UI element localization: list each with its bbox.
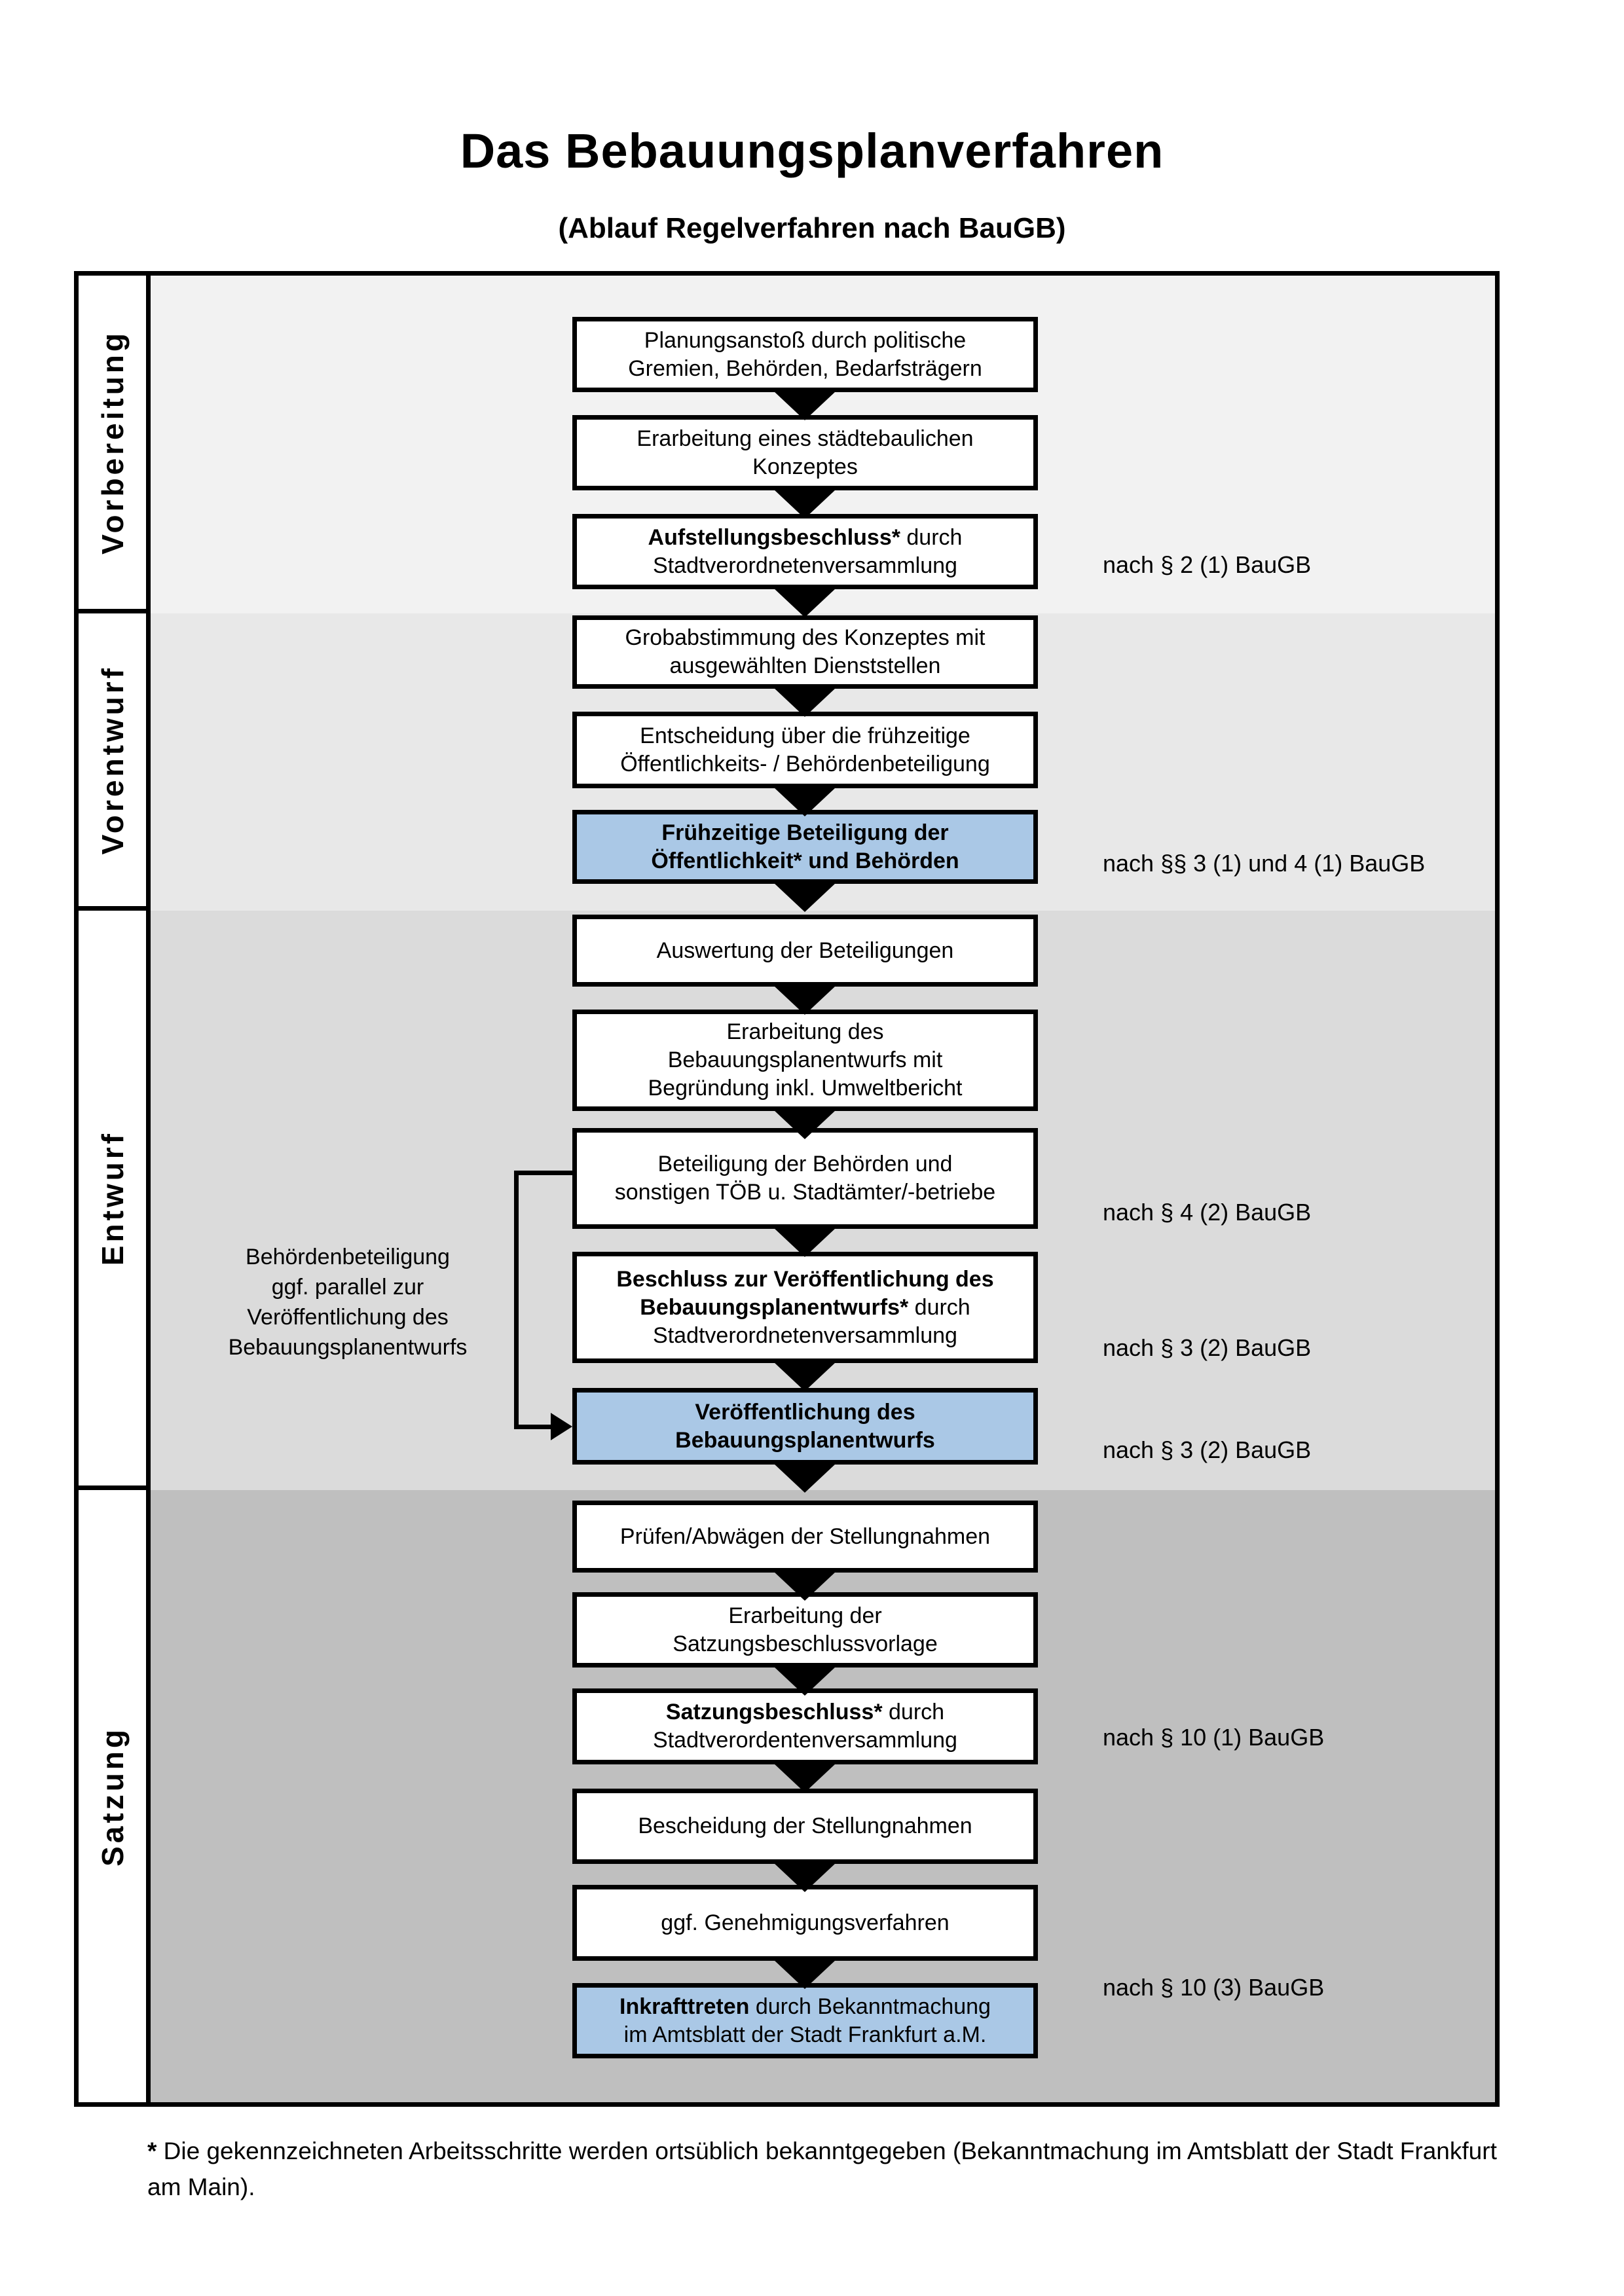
text-line: Erarbeitung eines städtebaulichen — [637, 426, 974, 451]
page-subtitle: (Ablauf Regelverfahren nach BauGB) — [558, 212, 1066, 244]
text-line: Gremien, Behörden, Bedarfsträgern — [628, 355, 982, 381]
text-line: Erarbeitung des — [726, 1019, 884, 1044]
text-line: sonstigen TÖB u. Stadtämter/-betriebe — [614, 1180, 996, 1205]
text-line: Entscheidung über die frühzeitige — [640, 723, 970, 748]
text-line: Beschluss zur Veröffentlichung des — [616, 1266, 994, 1292]
arrow-down-icon — [773, 489, 836, 519]
text-line: Bebauungsplanentwurfs — [675, 1427, 935, 1453]
text-line: Aufstellungsbeschluss* durch — [648, 524, 963, 550]
arrow-down-icon — [773, 1228, 836, 1257]
text-line: Öffentlichkeit* und Behörden — [651, 848, 959, 873]
arrow-down-icon — [773, 787, 836, 816]
flow-box-bescheidung: Bescheidung der Stellungnahmen — [572, 1789, 1038, 1864]
legal-reference: nach § 4 (2) BauGB — [1103, 1199, 1312, 1226]
phase-label-text: Entwurf — [95, 1130, 130, 1266]
arrow-down-icon — [773, 687, 836, 717]
text-line: Stadtverordnetenversammlung — [653, 553, 957, 578]
text-line: Frühzeitige Beteiligung der — [661, 820, 949, 845]
legal-reference: nach § 10 (1) BauGB — [1103, 1724, 1325, 1751]
connector-line — [514, 1171, 572, 1175]
text-line: Beteiligung der Behörden und — [657, 1152, 953, 1176]
arrow-right-icon — [551, 1413, 572, 1440]
legal-reference: nach § 3 (2) BauGB — [1103, 1334, 1312, 1361]
arrow-down-icon — [773, 985, 836, 1015]
arrow-down-icon — [773, 1666, 836, 1696]
text-line: Satzungsbeschluss* durch — [665, 1700, 945, 1724]
text-line: Stadtverordnetenversammlung — [653, 1322, 957, 1348]
footnote-asterisk: * — [147, 2138, 157, 2164]
legal-reference: nach § 2 (1) BauGB — [1103, 551, 1312, 578]
text-line: Veröffentlichung des — [247, 1305, 449, 1330]
phase-label-satzung: Satzung — [79, 1490, 151, 2102]
arrow-down-icon — [773, 1110, 836, 1139]
flow-box-behoerden-beteiligung: Beteiligung der Behörden und sonstigen TÖ… — [572, 1128, 1038, 1229]
text-line: Bebauungsplanentwurfs* durch — [640, 1294, 970, 1320]
legal-reference: nach § 3 (2) BauGB — [1103, 1436, 1312, 1463]
phase-label-text: Satzung — [95, 1726, 130, 1867]
arrow-down-icon — [773, 588, 836, 617]
text-line: Grobabstimmung des Konzeptes mit — [625, 625, 986, 650]
page-title: Das Bebauungsplanverfahren — [460, 124, 1164, 178]
flow-box-inkrafttreten: Inkrafttreten durch Bekanntmachung im Amt… — [572, 1983, 1038, 2058]
arrow-down-icon — [773, 1959, 836, 1989]
text-line: Bebauungsplanentwurfs — [228, 1335, 468, 1360]
arrow-down-icon — [773, 1571, 836, 1601]
connector-line — [514, 1425, 551, 1429]
arrow-down-icon — [773, 391, 836, 420]
flow-box-genehmigungsverfahren: ggf. Genehmigungsverfahren — [572, 1885, 1038, 1961]
text-line: ausgewählten Dienststellen — [669, 653, 941, 678]
text-line: Bescheidung der Stellungnahmen — [638, 1813, 972, 1838]
footnote-text: Die gekennzeichneten Arbeitsschritte wer… — [147, 2138, 1497, 2200]
legal-reference: nach § 10 (3) BauGB — [1103, 1974, 1325, 2001]
flow-box-auswertung: Auswertung der Beteiligungen — [572, 915, 1038, 987]
flow-box-grobabstimmung: Grobabstimmung des Konzeptes mit ausgewäh… — [572, 615, 1038, 689]
phase-label-entwurf: Entwurf — [79, 911, 151, 1490]
flowchart-frame: Vorbereitung Vorentwurf Entwurf Satzung … — [74, 271, 1500, 2107]
text-line: ggf. Genehmigungsverfahren — [661, 1910, 950, 1935]
phase-label-text: Vorbereitung — [95, 330, 130, 555]
text-line: Öffentlichkeits- / Behördenbeteiligung — [620, 751, 990, 776]
text-line: Inkrafttreten durch Bekanntmachung — [619, 1994, 991, 2019]
text-line: Stadtverordentenversammlung — [653, 1728, 957, 1753]
arrow-down-icon — [773, 883, 836, 912]
arrow-down-icon — [773, 1362, 836, 1391]
text-line: Bebauungsplanentwurfs mit — [667, 1048, 943, 1072]
text-line: Veröffentlichung des — [695, 1399, 915, 1425]
flow-box-pruefen-abwaegen: Prüfen/Abwägen der Stellungnahmen — [572, 1501, 1038, 1573]
text-line: Planungsanstoß durch politische — [644, 327, 967, 353]
text-line: Konzeptes — [752, 454, 858, 479]
text-line: Auswertung der Beteiligungen — [656, 938, 954, 963]
footnote: * Die gekennzeichneten Arbeitsschritte w… — [147, 2133, 1509, 2205]
phase-label-text: Vorentwurf — [95, 665, 130, 855]
legal-reference: nach §§ 3 (1) und 4 (1) BauGB — [1103, 850, 1426, 877]
text-line: Erarbeitung der — [728, 1603, 882, 1628]
text-line: Begründung inkl. Umweltbericht — [648, 1076, 963, 1101]
phase-label-vorbereitung: Vorbereitung — [79, 276, 151, 613]
phase-label-vorentwurf: Vorentwurf — [79, 613, 151, 911]
connector-line — [514, 1171, 519, 1429]
arrow-down-icon — [773, 1863, 836, 1892]
arrow-down-icon — [773, 1763, 836, 1793]
text-line: ggf. parallel zur — [271, 1275, 424, 1300]
arrow-down-icon — [773, 1463, 836, 1493]
text-line: Behördenbeteiligung — [246, 1245, 450, 1269]
text-line: Satzungsbeschlussvorlage — [673, 1631, 938, 1656]
text-line: im Amtsblatt der Stadt Frankfurt a.M. — [623, 2022, 987, 2047]
text-line: Prüfen/Abwägen der Stellungnahmen — [619, 1523, 991, 1549]
